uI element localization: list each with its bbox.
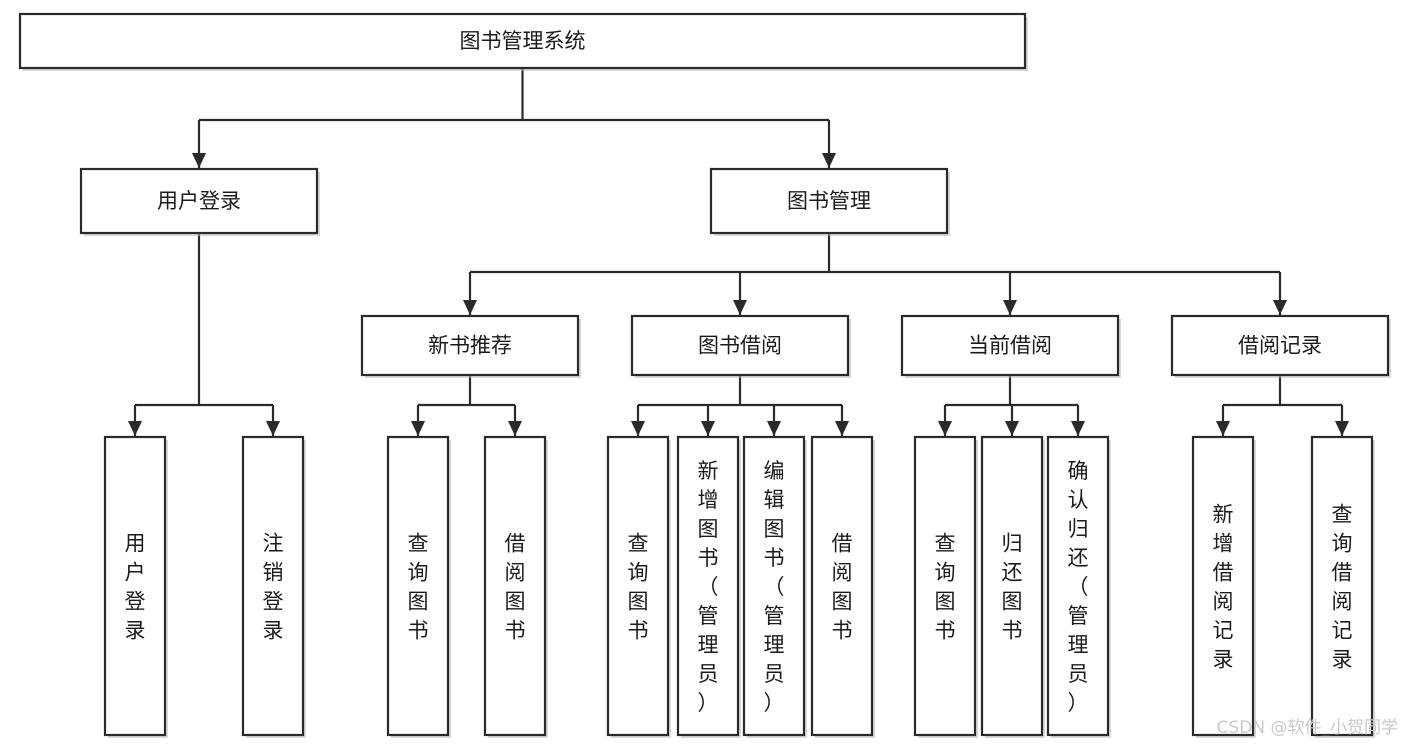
node-label: 注销登录: [263, 532, 284, 643]
node-label: 用户登录: [157, 189, 241, 213]
arrowhead-icon: [767, 421, 781, 436]
connector-group-新书推荐: [411, 375, 522, 436]
connector-group-图书管理系统: [192, 68, 836, 168]
arrowhead-icon: [463, 300, 477, 315]
node-leaf-用户登录[interactable]: 用户登录: [103, 435, 168, 738]
node-leaf-新增图书管理员[interactable]: 新增图书（管理员）: [676, 435, 741, 738]
node-box[interactable]: [980, 435, 1044, 737]
node-label: 查询图书: [935, 532, 956, 643]
node-label: 新增图书（管理员）: [698, 459, 719, 715]
arrowhead-icon: [938, 421, 952, 436]
arrowhead-icon: [192, 153, 206, 168]
connector-layer: [128, 68, 1349, 436]
arrowhead-icon: [701, 421, 715, 436]
node-label: 图书借阅: [698, 334, 782, 358]
connector-group-用户登录: [128, 233, 280, 436]
node-label: 查询借阅记录: [1332, 503, 1353, 672]
connector-group-图书管理: [463, 233, 1287, 315]
node-box[interactable]: [676, 435, 740, 737]
node-leaf-注销登录[interactable]: 注销登录: [241, 435, 306, 738]
node-label: 图书管理系统: [460, 29, 586, 53]
node-box[interactable]: [386, 435, 450, 737]
arrowhead-icon: [1005, 421, 1019, 436]
node-box[interactable]: [1310, 435, 1374, 737]
node-box[interactable]: [709, 167, 949, 235]
node-box[interactable]: [810, 435, 874, 737]
node-label: 查询图书: [408, 532, 429, 643]
node-box[interactable]: [630, 314, 850, 377]
node-level3-当前借阅[interactable]: 当前借阅: [900, 314, 1121, 378]
node-leaf-确认归还管理员[interactable]: 确认归还（管理员）: [1046, 435, 1111, 738]
node-box[interactable]: [742, 435, 806, 737]
csdn-watermark: CSDN @软件_小贺同学: [1217, 718, 1398, 738]
arrowhead-icon: [631, 421, 645, 436]
arrowhead-icon: [733, 300, 747, 315]
arrowhead-icon: [1003, 300, 1017, 315]
node-level3-借阅记录[interactable]: 借阅记录: [1170, 314, 1391, 378]
arrowhead-icon: [835, 421, 849, 436]
arrowhead-icon: [1216, 421, 1230, 436]
arrowhead-icon: [266, 421, 280, 436]
node-label: 归还图书: [1002, 532, 1023, 643]
arrowhead-icon: [1071, 421, 1085, 436]
connector-group-当前借阅: [938, 375, 1085, 436]
node-label: 编辑图书（管理员）: [764, 459, 785, 715]
node-layer: 图书管理系统用户登录图书管理新书推荐图书借阅当前借阅借阅记录用户登录注销登录查询…: [18, 12, 1391, 738]
node-level3-新书推荐[interactable]: 新书推荐: [360, 314, 581, 378]
node-label: 图书管理: [787, 189, 871, 213]
node-label: 借阅图书: [505, 532, 526, 643]
node-box[interactable]: [483, 435, 547, 737]
connector-group-借阅记录: [1216, 375, 1349, 436]
node-label: 借阅记录: [1238, 334, 1322, 358]
arrowhead-icon: [411, 421, 425, 436]
node-leaf-查询图书[interactable]: 查询图书: [386, 435, 451, 738]
node-box[interactable]: [1170, 314, 1390, 377]
node-leaf-借阅图书[interactable]: 借阅图书: [483, 435, 548, 738]
node-leaf-编辑图书管理员[interactable]: 编辑图书（管理员）: [742, 435, 807, 738]
node-label: 新增借阅记录: [1213, 503, 1234, 672]
connector-group-图书借阅: [631, 375, 849, 436]
node-leaf-新增借阅记录[interactable]: 新增借阅记录: [1191, 435, 1256, 738]
node-box[interactable]: [103, 435, 167, 737]
node-box[interactable]: [913, 435, 977, 737]
node-box[interactable]: [1191, 435, 1255, 737]
node-label: 新书推荐: [428, 334, 512, 358]
node-level2-图书管理[interactable]: 图书管理: [709, 167, 950, 236]
node-leaf-借阅图书[interactable]: 借阅图书: [810, 435, 875, 738]
node-leaf-查询借阅记录[interactable]: 查询借阅记录: [1310, 435, 1375, 738]
node-level3-图书借阅[interactable]: 图书借阅: [630, 314, 851, 378]
node-label: 当前借阅: [968, 334, 1052, 358]
node-box[interactable]: [79, 167, 319, 235]
node-leaf-查询图书[interactable]: 查询图书: [913, 435, 978, 738]
node-leaf-归还图书[interactable]: 归还图书: [980, 435, 1045, 738]
arrowhead-icon: [822, 153, 836, 168]
node-box[interactable]: [241, 435, 305, 737]
node-leaf-查询图书[interactable]: 查询图书: [606, 435, 671, 738]
arrowhead-icon: [128, 421, 142, 436]
node-label: 用户登录: [125, 532, 146, 643]
node-box[interactable]: [18, 12, 1027, 70]
arrowhead-icon: [1273, 300, 1287, 315]
node-root-图书管理系统[interactable]: 图书管理系统: [18, 12, 1028, 71]
node-box[interactable]: [360, 314, 580, 377]
node-box[interactable]: [900, 314, 1120, 377]
arrowhead-icon: [1335, 421, 1349, 436]
node-label: 查询图书: [628, 532, 649, 643]
arrowhead-icon: [508, 421, 522, 436]
node-box[interactable]: [606, 435, 670, 737]
node-label: 借阅图书: [832, 532, 853, 643]
node-level2-用户登录[interactable]: 用户登录: [79, 167, 320, 236]
node-box[interactable]: [1046, 435, 1110, 737]
node-label: 确认归还（管理员）: [1068, 459, 1089, 715]
